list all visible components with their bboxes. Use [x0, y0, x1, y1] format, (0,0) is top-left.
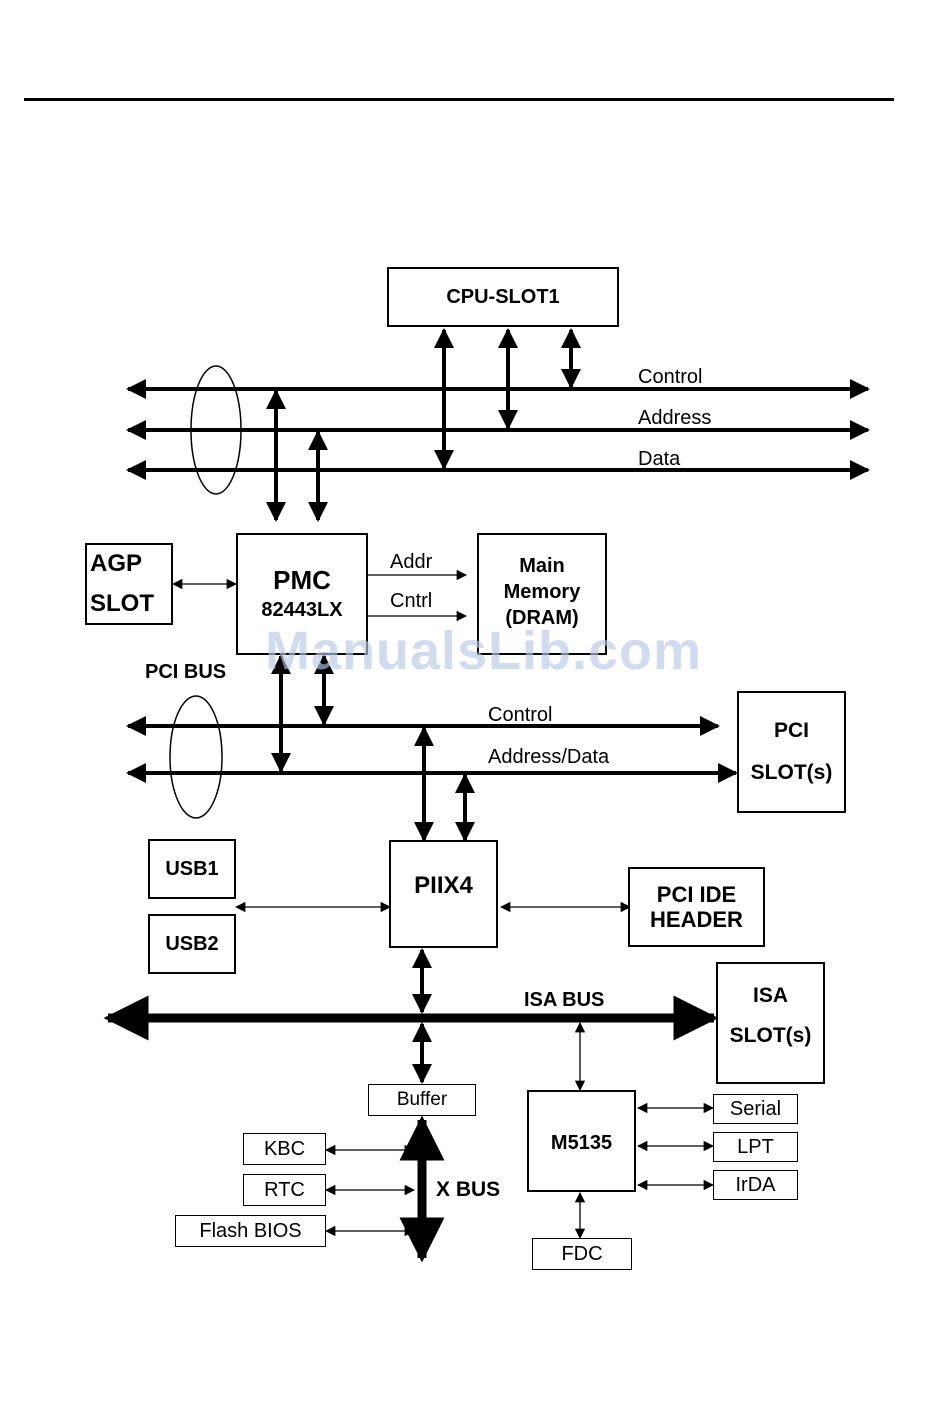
pci-control-label: Control — [488, 704, 552, 727]
usb1-label: USB1 — [165, 858, 218, 881]
cpu-slot1-block: CPU-SLOT1 — [387, 267, 619, 327]
pci-ide-header-block: PCI IDE HEADER — [628, 867, 765, 947]
agp-slot-label: SLOT — [90, 590, 154, 618]
piix4-block: PIIX4 — [389, 840, 498, 948]
main-memory-label-2: Memory — [504, 581, 581, 604]
lpt-label: LPT — [737, 1136, 774, 1159]
isa-slots-block: ISA SLOT(s) — [716, 962, 825, 1084]
isa-slot-label: ISA — [753, 984, 788, 1008]
rtc-block: RTC — [243, 1174, 326, 1206]
fdc-label: FDC — [561, 1243, 602, 1266]
pci-ide-header-label: HEADER — [650, 907, 743, 932]
irda-block: IrDA — [713, 1170, 798, 1200]
cpu-slot1-label: CPU-SLOT1 — [446, 286, 559, 309]
pci-slot-label: PCI — [774, 719, 809, 743]
fdc-block: FDC — [532, 1238, 632, 1270]
x-bus-label: X BUS — [436, 1178, 500, 1202]
pci-bus-label: PCI BUS — [145, 661, 226, 684]
rtc-label: RTC — [264, 1179, 305, 1202]
pmc-chip-label: 82443LX — [261, 599, 342, 622]
m5135-block: M5135 — [527, 1090, 636, 1192]
buffer-block: Buffer — [368, 1084, 476, 1116]
pci-ide-label: PCI IDE — [657, 882, 736, 907]
usb2-label: USB2 — [165, 933, 218, 956]
piix4-label: PIIX4 — [414, 872, 473, 900]
agp-label: AGP — [90, 550, 142, 578]
cpu-address-label: Address — [638, 407, 711, 430]
kbc-label: KBC — [264, 1138, 305, 1161]
kbc-block: KBC — [243, 1133, 326, 1165]
pci-address-data-label: Address/Data — [488, 746, 609, 769]
serial-block: Serial — [713, 1094, 798, 1124]
flash-bios-block: Flash BIOS — [175, 1215, 326, 1247]
agp-slot-block: AGP SLOT — [85, 543, 173, 625]
main-memory-label-1: Main — [519, 555, 565, 578]
usb2-block: USB2 — [148, 914, 236, 974]
irda-label: IrDA — [736, 1174, 776, 1197]
cpu-control-label: Control — [638, 366, 702, 389]
m5135-label: M5135 — [551, 1132, 612, 1155]
pci-slot-sub-label: SLOT(s) — [751, 761, 833, 785]
buffer-label: Buffer — [397, 1089, 447, 1111]
isa-bus-label: ISA BUS — [524, 989, 604, 1012]
pci-bus-ellipse — [170, 696, 222, 818]
cpu-data-label: Data — [638, 448, 680, 471]
mem-cntrl-label: Cntrl — [390, 590, 432, 613]
isa-slot-sub-label: SLOT(s) — [730, 1024, 812, 1048]
pci-slots-block: PCI SLOT(s) — [737, 691, 846, 813]
flash-bios-label: Flash BIOS — [199, 1220, 301, 1243]
watermark-text: ManualsLib.com — [265, 620, 702, 682]
mem-addr-label: Addr — [390, 551, 432, 574]
pmc-label: PMC — [273, 566, 331, 596]
lpt-block: LPT — [713, 1132, 798, 1162]
serial-label: Serial — [730, 1098, 781, 1121]
usb1-block: USB1 — [148, 839, 236, 899]
